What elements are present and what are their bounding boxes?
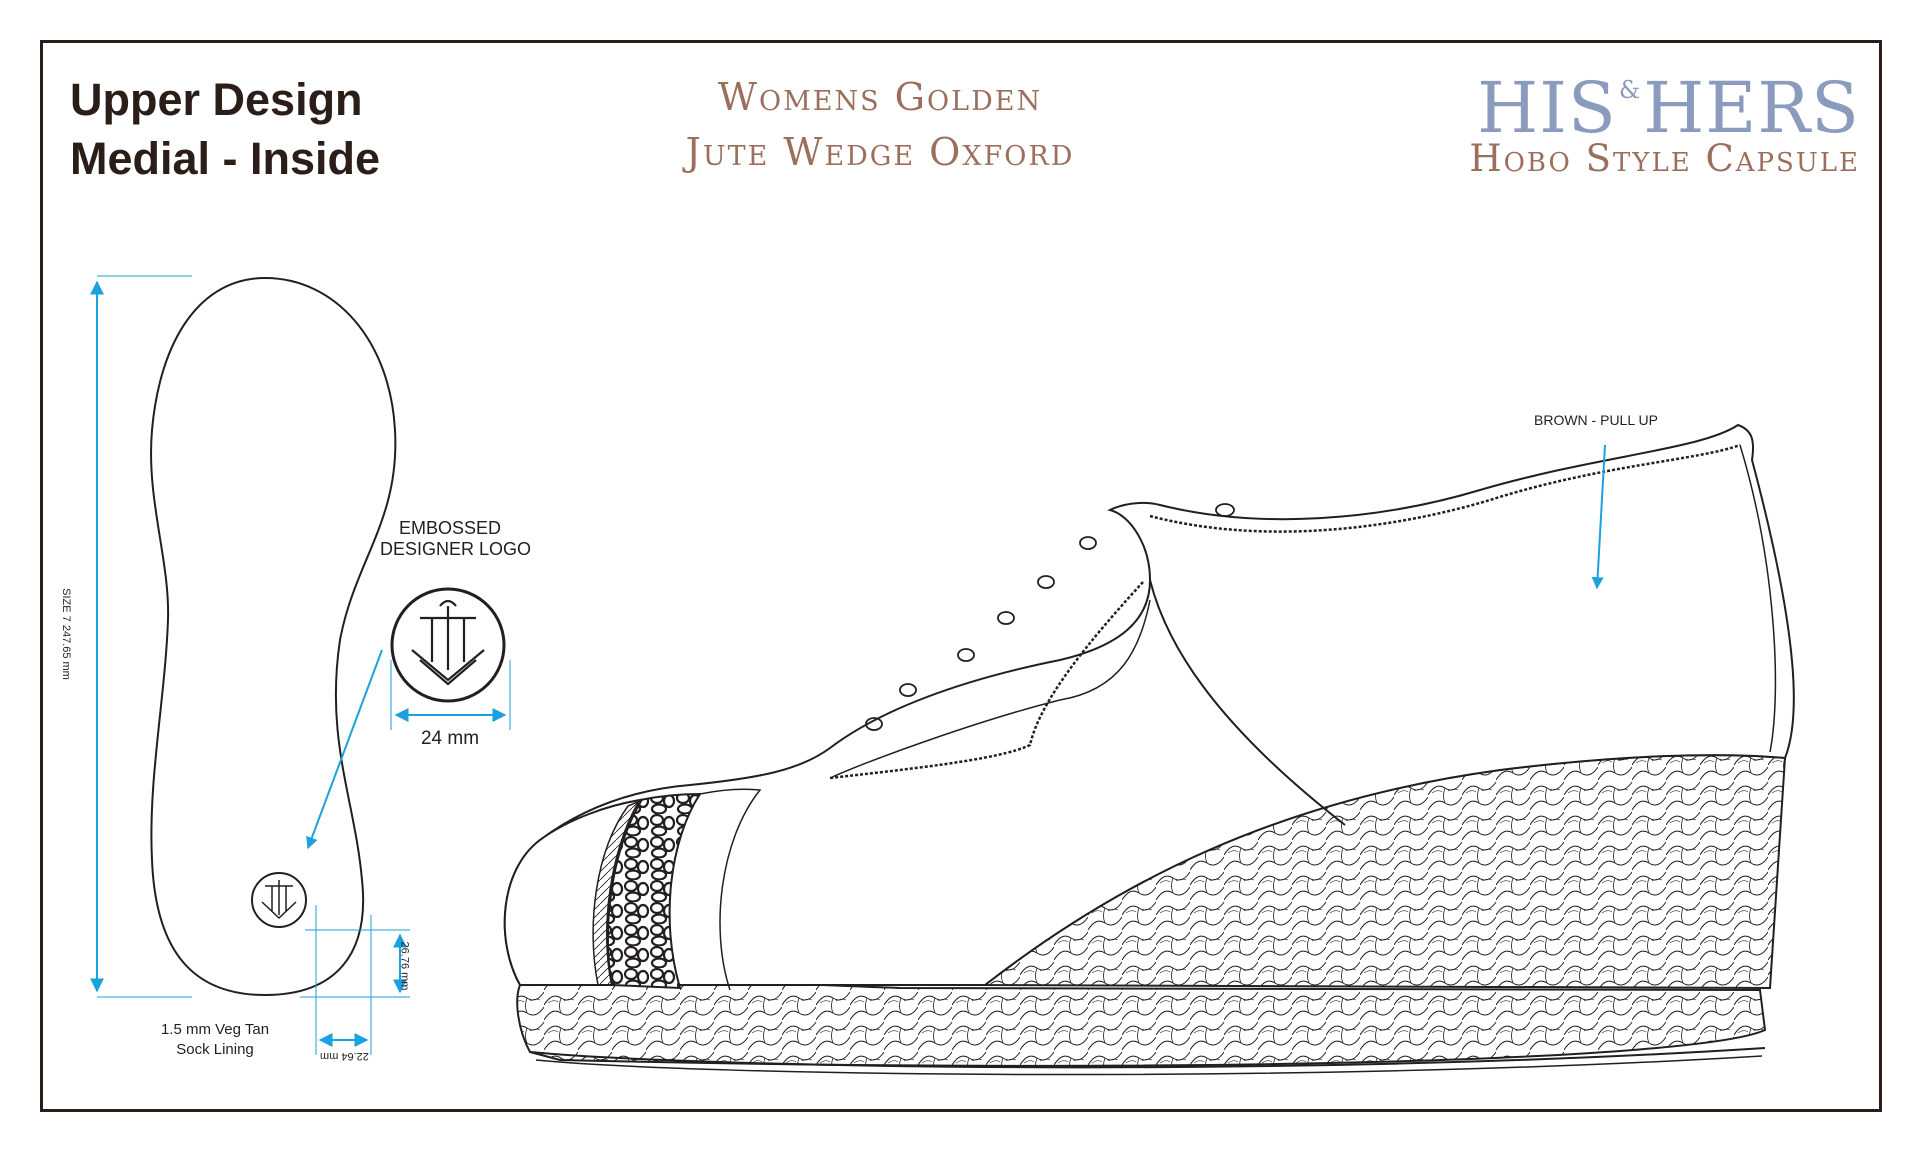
shoe-outsole	[516, 978, 1767, 1076]
shoe-upper	[503, 423, 1795, 991]
sheet-heading: Upper Design Medial - Inside	[70, 70, 380, 188]
brand-wordmark: HIS&HERS	[1300, 54, 1860, 144]
size-dimension	[90, 275, 192, 998]
heel-height-label: 26.76 mm	[398, 941, 411, 991]
heading-line-1: Upper Design	[70, 74, 363, 125]
embossed-label-line-1: EMBOSSED	[398, 518, 502, 538]
product-title-line-2: Jute Wedge Oxford	[685, 130, 1075, 174]
insole-outline	[150, 276, 397, 997]
product-title-line-1: Womens Golden	[717, 75, 1043, 119]
designer-logo-callout	[306, 587, 511, 850]
heel-width-label: 22.64 mm	[320, 1050, 369, 1062]
embossed-label-line-2: DESIGNER LOGO	[380, 539, 532, 559]
brand-hers: HERS	[1643, 67, 1860, 149]
heading-line-2: Medial - Inside	[70, 133, 381, 184]
brand-ampersand: &	[1618, 76, 1642, 104]
sock-lining-line-2: Sock Lining	[176, 1041, 254, 1058]
product-title: Womens Golden Jute Wedge Oxford	[600, 70, 1160, 180]
insole-logo-emboss	[251, 872, 307, 928]
brand-subtitle: Hobo Style Capsule	[1469, 137, 1860, 180]
drawing-frame	[40, 40, 1882, 1112]
material-label: BROWN - PULL UP	[1534, 412, 1658, 428]
logo-width-label: 24 mm	[420, 728, 480, 749]
insole-size-label: SIZE 7 247.65 mm	[59, 588, 72, 680]
heel-dimensions	[300, 905, 410, 1055]
material-callout-arrow	[1591, 444, 1606, 590]
sock-lining-line-1: 1.5 mm Veg Tan	[160, 1021, 270, 1038]
embossed-label: EMBOSSED DESIGNER LOGO	[380, 518, 532, 560]
brand-his: HIS	[1477, 67, 1617, 149]
shoe-lace-eyelets	[865, 503, 1235, 731]
brand-logo: HIS&HERS Hobo Style Capsule	[1300, 54, 1860, 180]
sock-lining-label: 1.5 mm Veg Tan Sock Lining	[140, 1020, 290, 1060]
